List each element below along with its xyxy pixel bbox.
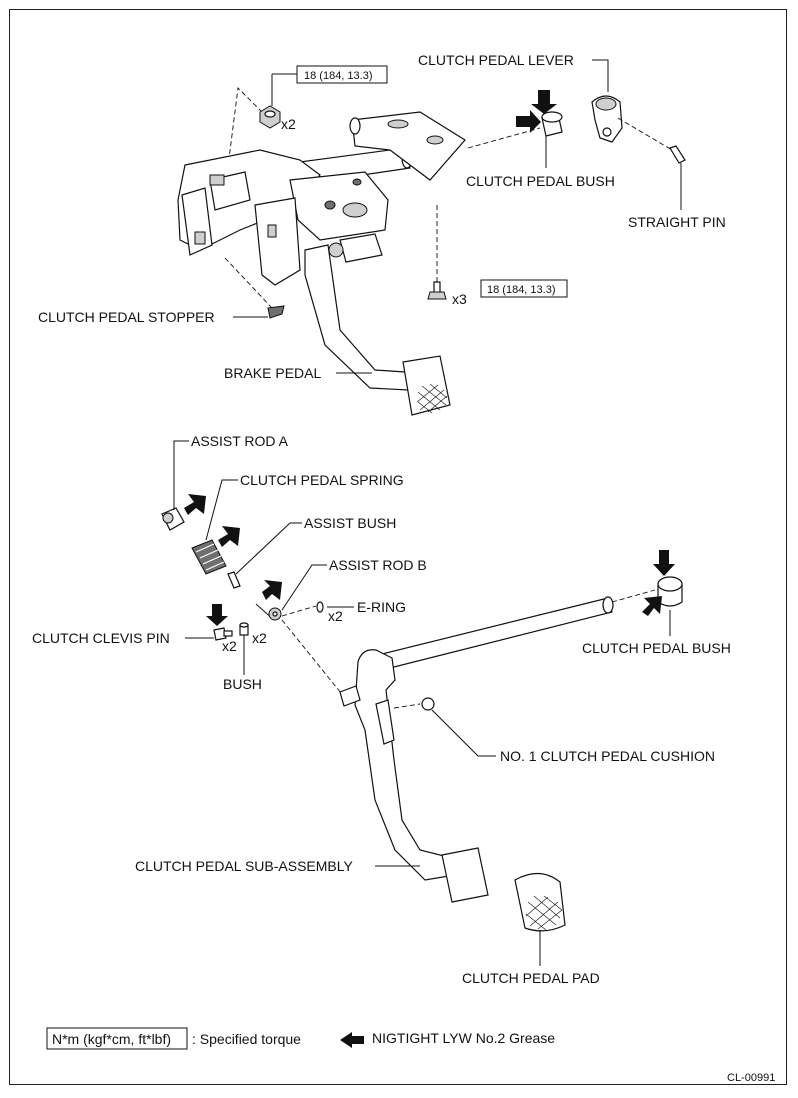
label-straight-pin: STRAIGHT PIN (628, 214, 726, 230)
torque-box-bolt: 18 (184, 13.3) (480, 279, 568, 298)
qty-nut: x2 (281, 116, 296, 132)
label-clutch-pedal-pad: CLUTCH PEDAL PAD (462, 970, 600, 986)
label-clutch-pedal-stopper: CLUTCH PEDAL STOPPER (38, 309, 215, 325)
clutch-pedal-spring-icon (191, 526, 240, 575)
label-assist-bush: ASSIST BUSH (304, 515, 396, 531)
diagram-frame (9, 9, 787, 1085)
label-bush: BUSH (223, 676, 262, 692)
torque-box-nut: 18 (184, 13.3) (271, 65, 388, 106)
legend-grease-text: NIGTIGHT LYW No.2 Grease (372, 1030, 555, 1046)
label-clutch-pedal-lever: CLUTCH PEDAL LEVER (418, 52, 574, 68)
grease-arrow-icon (340, 1032, 364, 1048)
label-clutch-pedal-spring: CLUTCH PEDAL SPRING (240, 472, 404, 488)
clutch-pedal-stopper-icon (224, 257, 285, 319)
e-ring-icon (281, 601, 324, 617)
clutch-clevis-pin-icon (206, 604, 233, 641)
pedal-bracket-assembly (177, 87, 466, 286)
clutch-pedal-lever-icon (591, 95, 686, 164)
qty-bolt: x3 (452, 291, 467, 307)
label-e-ring: E-RING (357, 599, 406, 615)
label-clutch-clevis-pin: CLUTCH CLEVIS PIN (32, 630, 170, 646)
clutch-pedal-pad-icon (514, 872, 566, 932)
label-assist-rod-a: ASSIST ROD A (191, 433, 289, 449)
legend-torque-unit: N*m (kgf*cm, ft*lbf) (52, 1031, 171, 1047)
label-clutch-pedal-sub-assembly: CLUTCH PEDAL SUB-ASSEMBLY (135, 858, 353, 874)
label-assist-rod-b: ASSIST ROD B (329, 557, 427, 573)
clutch-pedal-sub-assembly (281, 589, 656, 903)
assist-rod-b-icon (255, 580, 282, 621)
brake-pedal (304, 244, 451, 416)
label-brake-pedal: BRAKE PEDAL (224, 365, 321, 381)
label-clutch-pedal-bush-bottom: CLUTCH PEDAL BUSH (582, 640, 731, 656)
figure-id: CL-00991 (727, 1072, 775, 1084)
label-clutch-pedal-bush-top: CLUTCH PEDAL BUSH (466, 173, 615, 189)
label-no1-clutch-pedal-cushion: NO. 1 CLUTCH PEDAL CUSHION (500, 748, 715, 764)
clutch-pedal-bush-top-icon (467, 90, 563, 149)
assist-rod-a-icon (161, 494, 206, 531)
qty-bush: x2 (252, 630, 267, 646)
torque-value-bolt: 18 (184, 13.3) (487, 284, 556, 296)
qty-clevis-pin: x2 (222, 638, 237, 654)
assist-bush-icon (227, 571, 241, 589)
nut-icon (259, 105, 281, 129)
legend: N*m (kgf*cm, ft*lbf) : Specified torque … (46, 1027, 555, 1050)
qty-e-ring: x2 (328, 608, 343, 624)
legend-torque-text: : Specified torque (192, 1031, 301, 1047)
torque-value-nut: 18 (184, 13.3) (304, 70, 373, 82)
bush-icon (239, 622, 249, 636)
bolt-icon (427, 205, 447, 300)
clutch-pedal-bush-bottom-icon (642, 550, 683, 616)
